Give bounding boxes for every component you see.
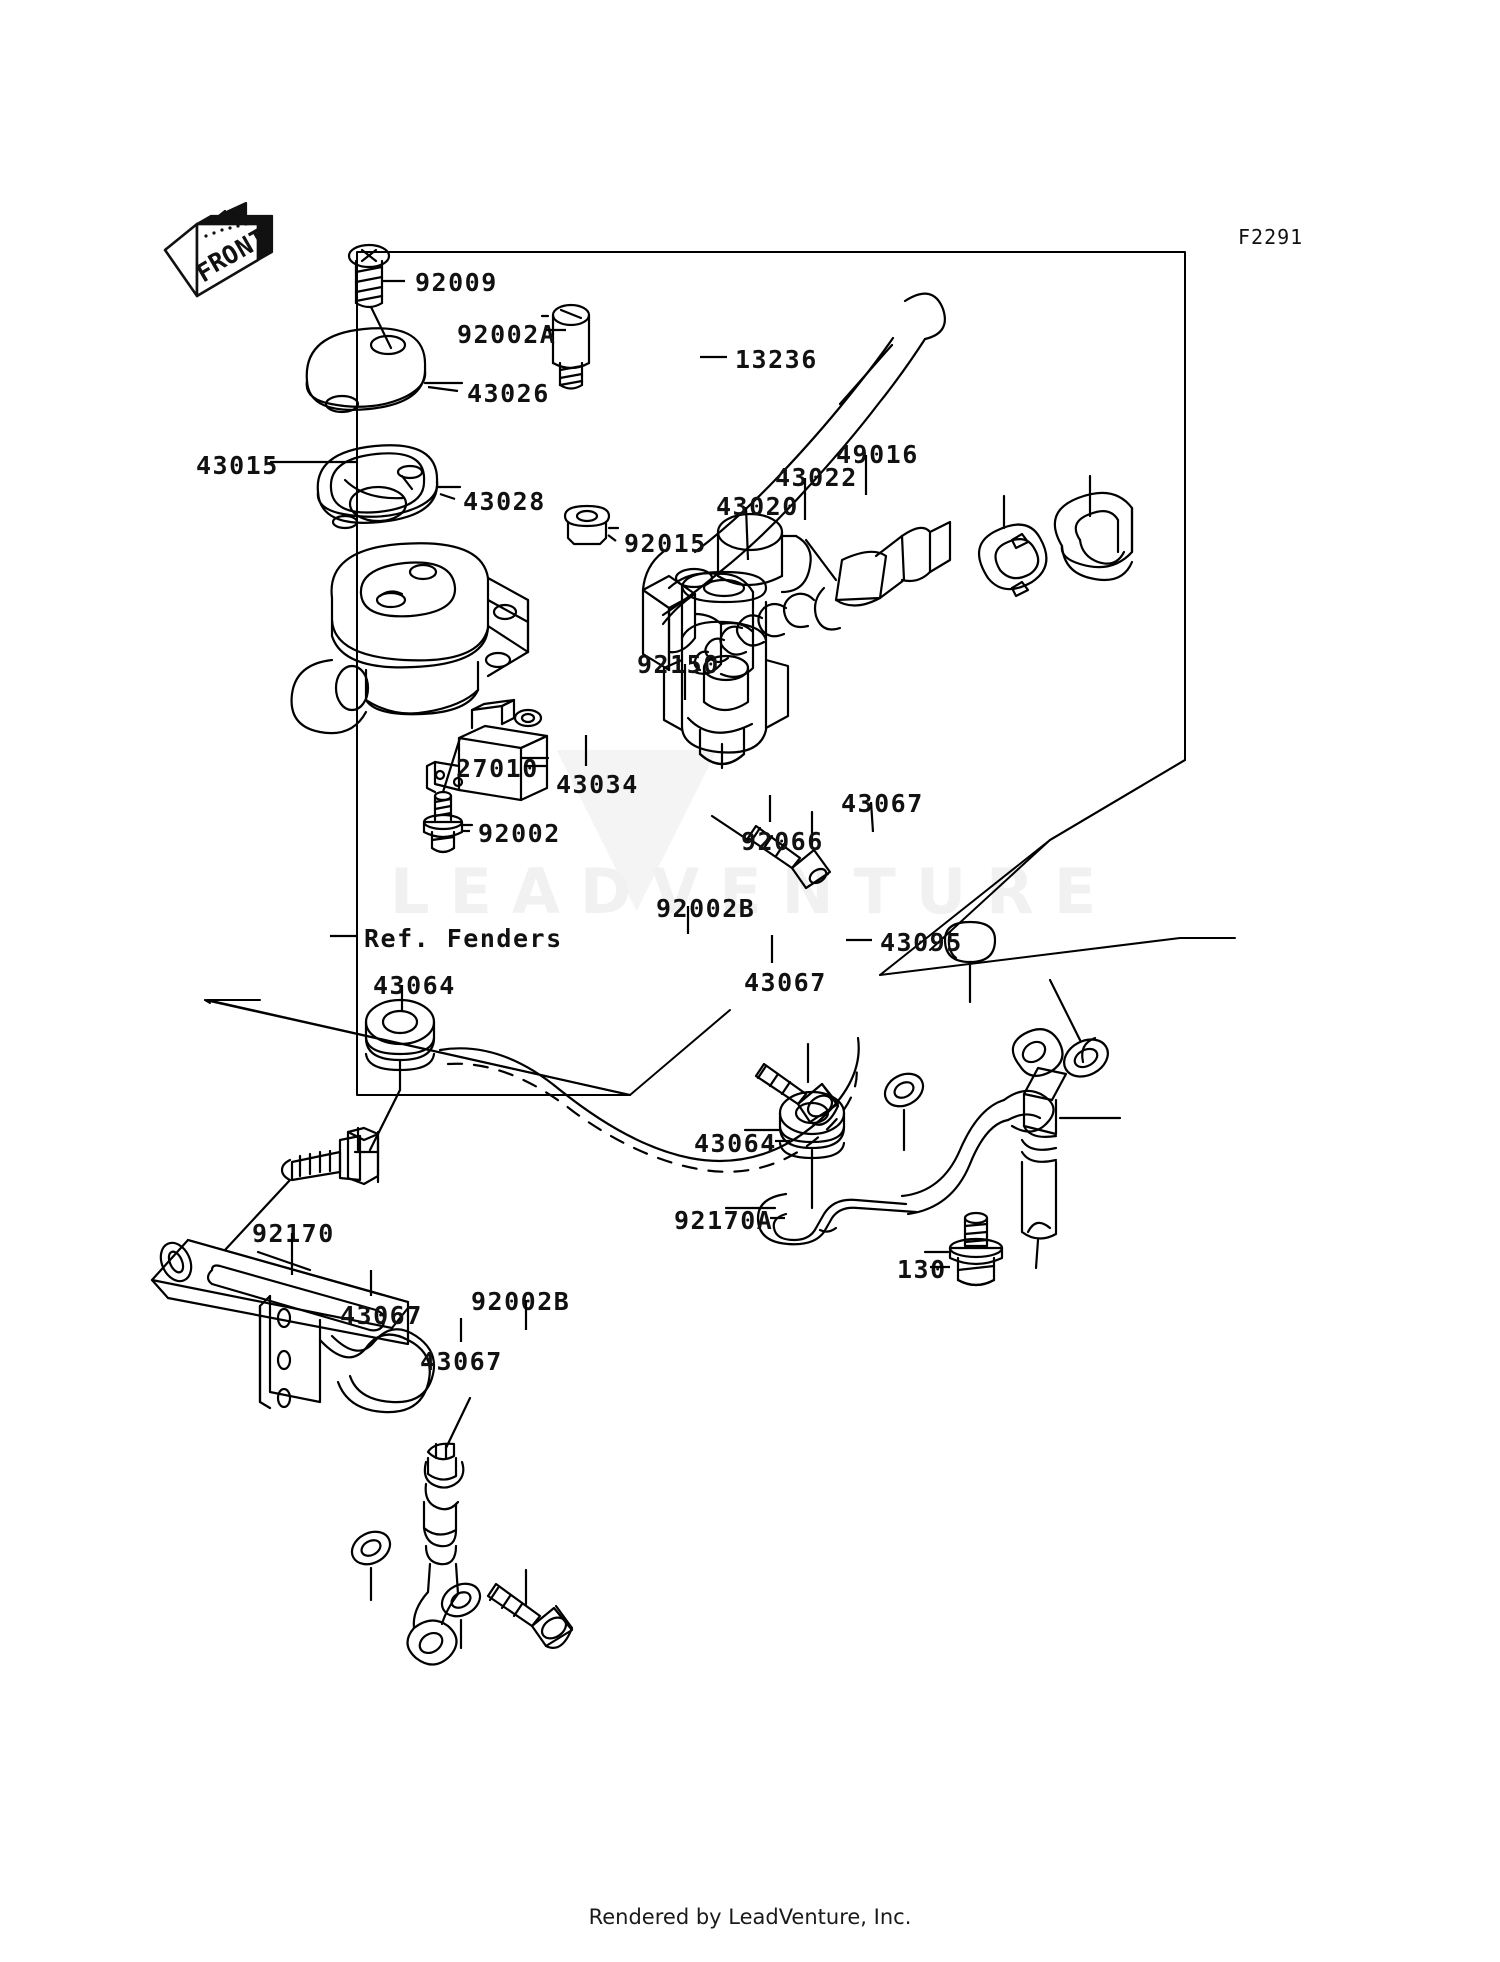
part-92170-bracket <box>150 1238 410 1410</box>
callout-ref-fenders: Ref. Fenders <box>364 924 563 953</box>
part-hook-wire-left <box>318 1328 436 1414</box>
callout-43034: 43034 <box>556 770 639 799</box>
part-92009-screw <box>347 243 393 350</box>
figure-code: F2291 <box>1238 225 1304 249</box>
callout-43064-a: 43064 <box>373 971 456 1000</box>
callout-92002: 92002 <box>478 819 561 848</box>
callout-43028: 43028 <box>463 487 546 516</box>
callout-130: 130 <box>897 1255 947 1284</box>
callout-92002B-a: 92002B <box>656 894 756 923</box>
watermark-logo-mark: ▼ <box>556 690 718 935</box>
part-43026-reservoir-cap <box>305 327 464 414</box>
callout-13236: 13236 <box>735 345 818 374</box>
part-43028-diaphragm <box>316 444 462 530</box>
part-92002-screw <box>422 736 474 854</box>
callout-43067-a: 43067 <box>841 789 924 818</box>
callout-43015: 43015 <box>196 451 279 480</box>
part-92150-socket-bolt <box>710 810 832 890</box>
part-130-flange-bolt <box>923 1211 1004 1287</box>
part-43067-washer-b <box>883 1072 925 1152</box>
part-43020-piston-assembly <box>693 520 952 672</box>
assembly-group-outline <box>204 251 1236 1096</box>
callout-92066: 92066 <box>741 827 824 856</box>
part-ref-fenders-bolt <box>223 1126 380 1252</box>
part-43064-grommet-left <box>364 998 436 1152</box>
part-43064-grommet-right <box>743 1090 846 1210</box>
part-92015-nut <box>563 504 620 546</box>
callout-43022: 43022 <box>775 463 858 492</box>
callout-43064-b: 43064 <box>694 1129 777 1158</box>
page-footer: Rendered by LeadVenture, Inc. <box>588 1905 912 1929</box>
callout-43067-b: 43067 <box>744 968 827 997</box>
part-92170A-hose-clamp <box>724 1089 1055 1246</box>
part-43067-washer-a <box>1048 978 1109 1078</box>
callout-43067-c: 43067 <box>340 1301 423 1330</box>
callout-49016: 49016 <box>836 440 919 469</box>
callout-92015: 92015 <box>624 529 707 558</box>
watermark-text: LEADVENTURE <box>390 855 1117 928</box>
part-43067-washer-d <box>440 1582 482 1650</box>
part-49016-dust-boot <box>1053 474 1134 582</box>
part-brake-hose-line <box>438 1036 860 1173</box>
callout-43026: 43026 <box>467 379 550 408</box>
front-arrow-icon: F R O N T <box>163 201 274 298</box>
callout-92009: 92009 <box>415 268 498 297</box>
callout-43095: 43095 <box>880 928 963 957</box>
part-92002B-banjo-bolt-b <box>486 1568 574 1649</box>
callout-27010: 27010 <box>456 754 539 783</box>
callout-92170A: 92170A <box>674 1206 774 1235</box>
part-92066-plug <box>943 920 997 1004</box>
callout-43067-d: 43067 <box>420 1347 503 1376</box>
part-master-cylinder-body <box>290 542 530 735</box>
part-43022-snap-ring <box>978 494 1048 598</box>
part-27010-brake-switch <box>425 698 550 802</box>
callout-92002A: 92002A <box>457 320 557 349</box>
callout-92170: 92170 <box>252 1219 335 1248</box>
callout-92150: 92150 <box>637 650 720 679</box>
part-43095-brake-hose <box>1011 1028 1122 1270</box>
part-43067-washer-c <box>350 1530 392 1602</box>
callout-92002B-b: 92002B <box>471 1287 571 1316</box>
part-43034-clamp <box>662 570 790 770</box>
part-92002A-pivot-bolt <box>540 303 591 390</box>
callout-43020: 43020 <box>716 492 799 521</box>
